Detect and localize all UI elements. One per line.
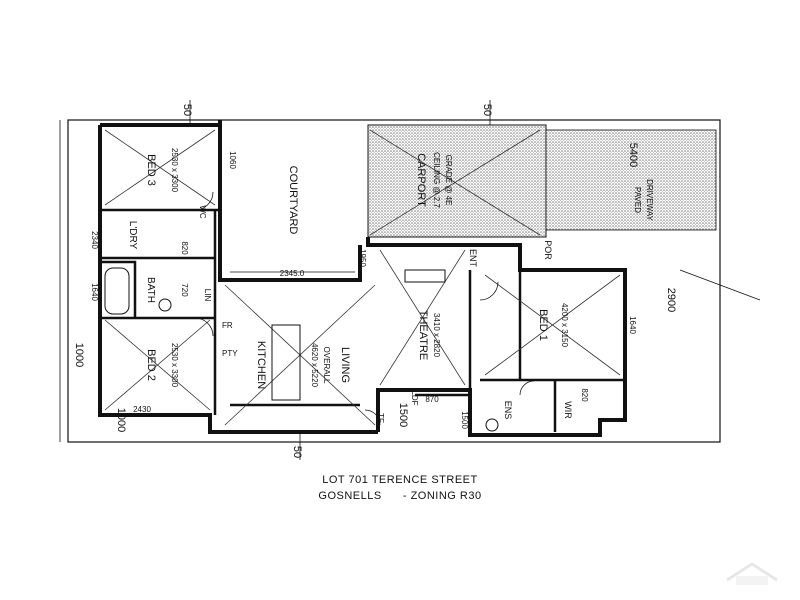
dim-bottom-mid: 50	[291, 446, 303, 458]
dim-1500: 1500	[397, 403, 409, 427]
ldf-label: LDF	[410, 390, 419, 405]
dim-right-upper: 5400	[627, 143, 639, 167]
living-note: OVERALL	[322, 347, 331, 384]
bed3-name: BED 3	[145, 154, 157, 186]
dim-left-side: 1000	[73, 343, 85, 367]
pty-label: PTY	[222, 349, 238, 358]
carport-line1: CEILING @ 2.7	[432, 152, 441, 208]
caption-line2: GOSNELLS - ZONING R30	[0, 490, 800, 502]
bed2-name: BED 2	[145, 349, 157, 381]
dim-1060: 1060	[228, 151, 237, 169]
bath-label: BATH	[145, 277, 156, 303]
dim-2340: 2340	[90, 231, 99, 249]
driveway-line1: PAVED	[633, 187, 642, 213]
wir-label: WIR	[563, 401, 573, 419]
wc-label: WC	[198, 205, 207, 219]
living-name: LIVING	[339, 347, 351, 383]
driveway-hatch	[545, 129, 717, 231]
dim-bath-w2: 720	[180, 283, 189, 297]
dim-1640r: 1640	[628, 316, 637, 334]
basin	[158, 298, 172, 312]
courtyard-label: COURTYARD	[287, 166, 299, 235]
kitchen-label: KITCHEN	[255, 341, 267, 389]
caption-suburb: GOSNELLS	[318, 490, 382, 502]
dim-2430: 2430	[133, 405, 151, 414]
fr-label: FR	[222, 321, 233, 330]
dim-1640: 1640	[90, 283, 99, 301]
carport-name: CARPORT	[415, 153, 427, 207]
theatre-size: 3410 x 2820	[432, 313, 441, 358]
carport-line2: GRADE @ 4E	[444, 155, 453, 206]
interior-walls	[100, 208, 625, 432]
door-swings	[194, 191, 535, 426]
dim-top-left: 50	[181, 104, 193, 116]
dim-right-lower: 2900	[665, 288, 677, 312]
por-label: POR	[543, 240, 553, 260]
dim-1500d: 1500	[460, 411, 469, 429]
dim-courtyard-width: 2345.0	[280, 269, 305, 278]
toilet	[485, 418, 499, 432]
ent-label: ENT	[468, 249, 478, 268]
ldry-label: L'DRY	[127, 221, 138, 250]
theatre-name: THEATRE	[417, 310, 429, 361]
dimension-lines	[59, 100, 761, 460]
bathtub	[104, 267, 130, 315]
ens-label: ENS	[503, 401, 513, 420]
bed2-size: 2530 x 3300	[170, 343, 179, 388]
bed1-size: 4200 x 3150	[560, 303, 569, 348]
bed3-size: 2530 x 3300	[170, 148, 179, 193]
tv-unit	[404, 269, 446, 283]
tf-label: TF	[376, 413, 385, 423]
lin-label: LIN	[203, 289, 212, 302]
dim-1950: 1950	[358, 249, 367, 267]
watermark-icon	[726, 562, 778, 585]
dim-top-mid: 50	[481, 104, 493, 116]
bed1-name: BED 1	[537, 309, 549, 341]
kitchen-island	[271, 324, 301, 401]
dim-bottom-left: 1000	[115, 408, 127, 432]
dim-870: 870	[425, 395, 439, 404]
driveway-line2: DRIVEWAY	[645, 179, 654, 221]
caption-zoning: - ZONING R30	[402, 490, 482, 502]
living-size: 4620 x 5220	[310, 343, 319, 388]
dim-820: 820	[580, 388, 589, 402]
dim-bath-w1: 820	[180, 241, 189, 255]
caption-line1: LOT 701 TERENCE STREET	[322, 474, 478, 486]
lot-boundary	[67, 119, 721, 443]
